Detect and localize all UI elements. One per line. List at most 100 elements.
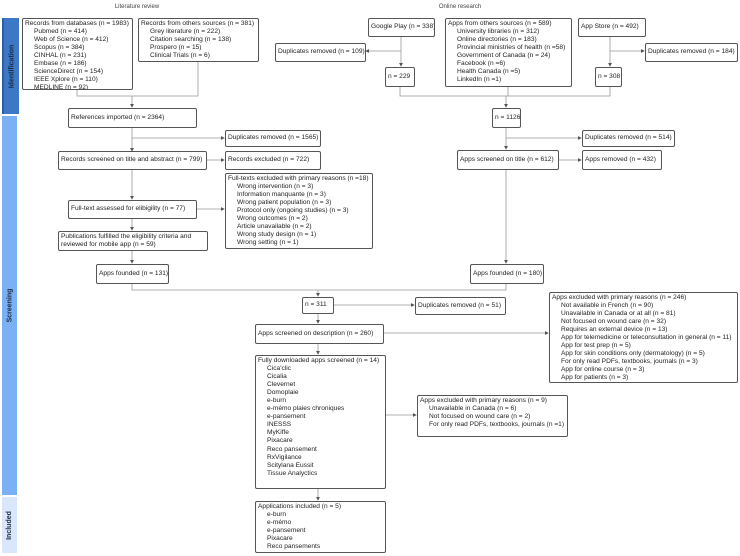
connector [399, 87, 611, 97]
list-item: Article unavailable (n = 2) [237, 223, 312, 231]
list-item: Web of Science (n = 412) [34, 36, 109, 44]
box-title: App Store (n = 492) [581, 23, 639, 31]
phase-included: Included [2, 497, 17, 553]
box-title: Full-texts excluded with primary reasons… [228, 175, 369, 182]
box-title: Records from databases (n = 1983) [25, 20, 129, 27]
box-title: Google Play (n = 338) [371, 23, 435, 31]
box-other-sources: Records from others sources (n = 381)Gre… [138, 18, 259, 62]
box-apps-other: Apps from others sources (n = 589)Univer… [445, 18, 572, 87]
box-title: n = 308 [598, 72, 621, 80]
box-title: Apps founded (n = 180) [473, 269, 543, 277]
online-research-header: Online research [438, 4, 482, 10]
list-item: Unavailable in Canada (n = 6) [429, 405, 517, 413]
list-item: Pixacare [267, 437, 293, 445]
connector [76, 62, 199, 97]
list-item: Requires an external device (n = 13) [561, 326, 668, 334]
box-title: Apps from others sources (n = 589) [448, 20, 552, 27]
box-title: Apps screened on title (n = 612) [460, 155, 554, 163]
box-n229: n = 229 [385, 67, 415, 87]
list-item: App for telemedicine or teleconsultation… [561, 334, 732, 342]
box-found180: Apps founded (n = 180) [470, 264, 544, 284]
box-title: Records screened on title and abstract (… [61, 156, 203, 164]
list-item: Not focused on wound care (n = 2) [429, 413, 531, 421]
box-ft-excl: Full-texts excluded with primary reasons… [225, 173, 373, 249]
list-item: For only read PDFs, textbooks, journals … [429, 421, 565, 429]
box-title: n = 229 [388, 72, 411, 80]
box-rec-excl: Records excluded (n = 722) [225, 151, 321, 170]
list-item: Wrong patient population (n = 3) [237, 199, 332, 207]
list-item: App for online course (n = 3) [561, 366, 645, 374]
list-item: Wrong intervention (n = 3) [237, 183, 314, 191]
list-item: Clevernet [267, 381, 296, 389]
list-item: e-mémo plaies chroniques [267, 405, 345, 413]
list-item: Wrong study design (n = 1) [237, 231, 317, 239]
list-item: MyKiffe [267, 429, 289, 437]
list-item: Protocol only (ongoing studies) (n = 3) [237, 207, 349, 215]
box-title: Duplicates removed (n = 109) [278, 48, 365, 56]
box-refs: References imported (n = 2364) [68, 108, 197, 128]
list-item: Not focused on wound care (n = 32) [561, 318, 667, 326]
box-title: Applications included (n = 5) [258, 503, 342, 510]
box-title: Publications fulfilled the eligibility c… [61, 233, 192, 240]
list-item: Wrong setting (n = 1) [237, 239, 299, 247]
connector [131, 283, 507, 291]
box-title: Duplicates removed (n = 1565) [228, 134, 319, 142]
box-title: References imported (n = 2364) [71, 113, 165, 121]
box-dup-as: Duplicates removed (n = 184) [645, 43, 738, 62]
list-item: e-pansement [267, 413, 306, 421]
box-title: Fully downloaded apps screened (n = 14) [258, 357, 380, 364]
list-item: Unavailable in Canada or at all (n = 81) [561, 310, 676, 318]
list-item: RxVigilance [267, 453, 302, 461]
box-excl9: Apps excluded with primary reasons (n = … [417, 395, 568, 437]
box-dup-online: Duplicates removed (n = 514) [582, 130, 675, 147]
list-item: e-mémo [267, 519, 292, 527]
literature-review-header: Literature review [114, 4, 160, 10]
box-title: Duplicates removed (n = 51) [418, 301, 502, 309]
list-item: Prospero (n = 15) [150, 44, 202, 52]
list-item: Not available in French (n = 90) [561, 302, 654, 310]
list-item: App for skin conditions only (dermatolog… [561, 350, 705, 358]
list-item: e-pansement [267, 527, 306, 535]
box-found131: Apps founded (n = 131) [96, 264, 169, 284]
list-item: Pixacare [267, 535, 293, 543]
box-title: Apps founded (n = 131) [99, 269, 169, 277]
list-item: Clinical Trials (n = 6) [150, 52, 210, 60]
list-item: IEEE Xplore (n = 110) [34, 76, 98, 84]
list-item: LinkedIn (n =1) [457, 76, 502, 84]
list-item: CINHAL (n = 231) [34, 52, 87, 60]
list-item: Government of Canada (n = 24) [457, 52, 551, 60]
list-item: Citation searching (n = 138) [150, 36, 232, 44]
list-item: Wrong outcomes (n = 2) [237, 215, 308, 223]
box-desc: Apps screened on description (n = 260) [255, 324, 384, 344]
box-excl246: Apps excluded with primary reasons (n = … [549, 292, 738, 383]
list-item: Cicalia [267, 373, 287, 381]
list-item: Reco pansement [267, 445, 317, 453]
box-n311: n = 311 [302, 297, 334, 314]
list-item: e-burn [267, 397, 287, 405]
phase-screening: Screening [2, 116, 17, 495]
box-dup-gp: Duplicates removed (n = 109) [275, 43, 366, 62]
box-title: Apps removed (n = 432) [585, 155, 656, 163]
list-item: For only read PDFs, textbooks, journals … [561, 358, 698, 366]
list-item: Cica'clic [267, 365, 291, 373]
box-databases: Records from databases (n = 1983)Pubmed … [22, 18, 133, 90]
list-item: Reco pansements [267, 543, 321, 551]
box-title: Records excluded (n = 722) [228, 156, 310, 164]
box-title: Apps excluded with primary reasons (n = … [420, 397, 547, 404]
list-item: Facebook (n =6) [457, 60, 506, 68]
list-item: INESSS [267, 421, 292, 429]
list-item: App for patients (n = 3) [561, 374, 629, 382]
box-title: Apps excluded with primary reasons (n = … [552, 294, 687, 301]
list-item: Grey literature (n = 222) [150, 28, 221, 36]
box-dup-lit: Duplicates removed (n = 1565) [225, 130, 321, 147]
phase-identification: Identification [2, 18, 19, 114]
box-title: n = 1126 [495, 113, 521, 121]
box-title: Records from others sources (n = 381) [141, 20, 255, 27]
box-google-play: Google Play (n = 338) [368, 18, 435, 37]
list-item: Embase (n = 186) [34, 60, 87, 68]
box-n1126: n = 1126 [492, 108, 521, 128]
list-item: Domoplaie [267, 389, 299, 397]
